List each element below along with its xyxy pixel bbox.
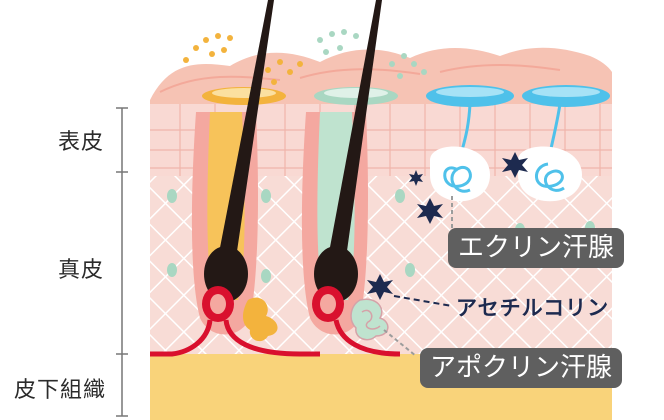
apocrine-gland-left <box>243 297 278 342</box>
skin-surface-ridges <box>159 64 561 93</box>
eccrine-gland-left <box>426 85 514 202</box>
layer-scale-bar <box>116 107 128 417</box>
sweat-droplets <box>183 29 427 85</box>
acetylcholine-label: アセチルコリン <box>456 296 610 320</box>
hair-shaft-left <box>218 0 274 261</box>
acetylcholine-molecules <box>367 152 528 300</box>
eccrine-gland-callout: エクリン汗腺 <box>448 228 625 268</box>
blood-vessels <box>150 286 401 357</box>
layer-label-epidermis: 表皮 <box>58 130 105 155</box>
apocrine-gland-right <box>350 298 389 341</box>
apocrine-gland-callout: アポクリン汗腺 <box>420 348 623 388</box>
hair-shaft-right <box>328 0 382 261</box>
layer-label-subcutaneous: 皮下組織 <box>14 378 107 403</box>
layer-label-dermis: 真皮 <box>58 258 105 283</box>
eccrine-gland-right <box>518 85 610 202</box>
